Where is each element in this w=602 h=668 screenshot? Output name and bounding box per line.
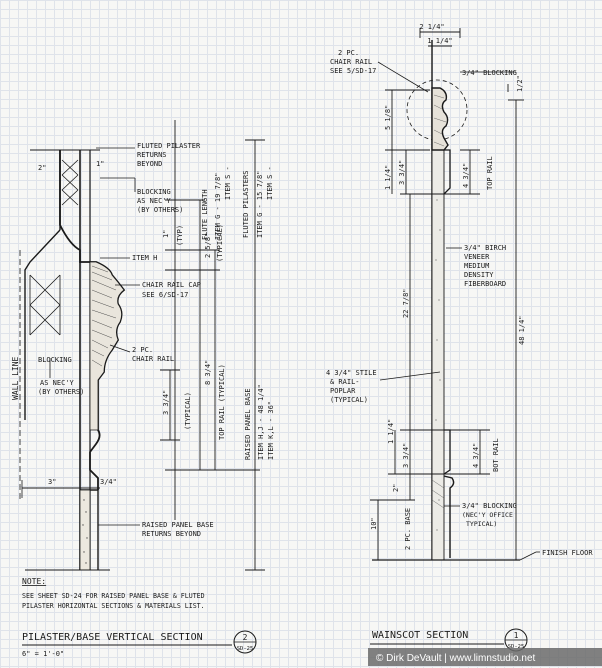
dim-22-7-8: 22 7/8" [402,288,410,318]
label-birch-4: DENSITY [464,271,494,279]
label-finish-floor: FINISH FLOOR [542,549,593,557]
label-asnecy-2: AS NEC'Y [40,379,75,387]
label-wall-line: WALL LINE [11,356,20,400]
left-title: PILASTER/BASE VERTICAL SECTION [22,632,203,643]
dim-3-3-4-b: 3 3/4" [402,443,410,468]
dim-3-4: 3/4" [100,478,117,486]
label-item-h: ITEM H [132,254,157,262]
label-birch-1: 3/4" BIRCH [464,244,506,252]
label-see-sd17: SEE 6/SD-17 [142,291,188,299]
dim-2-5-8: 2 5/8" [204,233,212,258]
label-fp-items-1: ITEM G - 15 7/8" [256,171,264,238]
label-blocking-top: 3/4" BLOCKING [462,69,517,77]
label-fluted-pilasters: FLUTED PILASTERS [242,171,250,238]
dim-48-1-4: 48 1/4" [518,315,526,345]
dim-8-3-4: 8 3/4" [204,360,212,385]
dim-1in: 1" [96,160,104,168]
label-blocking-b1: 3/4" BLOCKING [462,502,517,510]
label-flute-items-2: ITEM S - [224,166,232,200]
note-line-2: PILASTER HORIZONTAL SECTIONS & MATERIALS… [22,602,205,610]
label-rpb-items-1: ITEM H,J - 48 1/4" [257,384,265,460]
label-beyond: BEYOND [137,160,162,168]
note-heading: NOTE: [22,577,46,586]
label-stile-1: 4 3/4" STILE [326,369,377,377]
left-callout-num: 2 [243,633,248,642]
label-rpb: RAISED PANEL BASE [244,388,252,460]
label-chair-rail: CHAIR RAIL [132,355,174,363]
label-chair-cap: CHAIR RAIL CAP [142,281,201,289]
label-fluted-pilaster: FLUTED PILASTER [137,142,201,150]
note-line-1: SEE SHEET SD-24 FOR RAISED PANEL BASE & … [22,592,205,600]
label-flute-items-1: ITEM G - 19 7/8" [214,173,222,240]
right-callout-sheet: SD-25 [508,644,525,650]
dim-1-1-4-c: 1 1/4" [387,419,395,444]
pilaster-labels: FLUTED PILASTER RETURNS BEYOND BLOCKING … [11,142,275,538]
label-blocking: BLOCKING [137,188,171,196]
label-typical-1: (TYPICAL) [216,224,224,262]
label-birch-2: VENEER [464,253,490,261]
label-stile-3: POPLAR [330,387,356,395]
label-blocking-b2: (NEC'Y OFFICE [462,511,513,519]
label-stile-4: (TYPICAL) [330,396,368,404]
label-top-rail: TOP RAIL [486,156,494,190]
label-birch-3: MEDIUM [464,262,489,270]
label-asnecy: AS NEC'Y [137,197,172,205]
watermark-text: © Dirk DeVault | www.limnstudio.net [376,653,535,664]
label-2pc-r: 2 PC. [338,49,359,57]
note-block: NOTE: SEE SHEET SD-24 FOR RAISED PANEL B… [22,577,205,610]
dim-2-1-4: 2 1/4" [419,23,444,31]
dim-1-2: 1/2" [516,75,524,92]
label-returns-beyond: RETURNS BEYOND [142,530,201,538]
dim-5-1-8: 5 1/8" [384,105,392,130]
label-base: 2 PC. BASE [404,508,412,550]
pilaster-section [19,120,265,571]
label-top-rail-typical: TOP RAIL (TYPICAL) [218,364,226,440]
dim-3-3-4: 3 3/4" [162,390,170,415]
label-returns: RETURNS [137,151,167,159]
dim-1-1-4: 1 1/4" [427,37,452,45]
dim-1-1-4-b: 1 1/4" [384,165,392,190]
label-chair-rail-r: CHAIR RAIL [330,58,372,66]
dim-10in: 10" [370,517,378,530]
label-birch-5: FIBERBOARD [464,280,506,288]
label-see-r: SEE 5/SD-17 [330,67,376,75]
left-scale: 6" = 1'-0" [22,650,64,658]
label-bot-rail: BOT RAIL [492,438,500,472]
label-typical-2: (TYPICAL) [184,392,192,430]
dim-2in-r: 2" [392,484,400,492]
label-stile-2: & RAIL- [330,378,360,386]
label-2pc: 2 PC. [132,346,153,354]
label-fp-items-2: ITEM S - [266,166,274,200]
dim-3-3-4-a: 3 3/4" [398,160,406,185]
left-title-block: PILASTER/BASE VERTICAL SECTION 6" = 1'-0… [22,630,257,658]
label-rpb-items-2: ITEM K,L - 36" [267,401,275,460]
label-flute-length: FLUTE LENGTH [201,189,209,240]
wainscot-labels: 2 PC. CHAIR RAIL SEE 5/SD-17 3/4" BLOCKI… [326,23,593,557]
right-title-block: WAINSCOT SECTION 1 SD-25 [370,628,528,652]
label-blocking-b3: TYPICAL) [466,520,497,528]
right-title: WAINSCOT SECTION [372,630,468,641]
label-raised-panel-base: RAISED PANEL BASE [142,521,214,529]
watermark: © Dirk DeVault | www.limnstudio.net [368,648,602,666]
dim-4-3-4-a: 4 3/4" [462,163,470,188]
label-typ: (TYP) [176,225,184,246]
wainscot-section [370,28,540,561]
left-callout-sheet: SD-25 [237,646,254,652]
dim-3in: 3" [48,478,56,486]
dim-1in-b: 1" [162,230,170,238]
label-byothers: (BY OTHERS) [137,206,183,214]
dim-2in: 2" [38,164,46,172]
right-callout-num: 1 [514,631,519,640]
label-blocking-2: BLOCKING [38,356,72,364]
dim-4-3-4-b: 4 3/4" [472,443,480,468]
label-byothers-2: (BY OTHERS) [38,388,84,396]
